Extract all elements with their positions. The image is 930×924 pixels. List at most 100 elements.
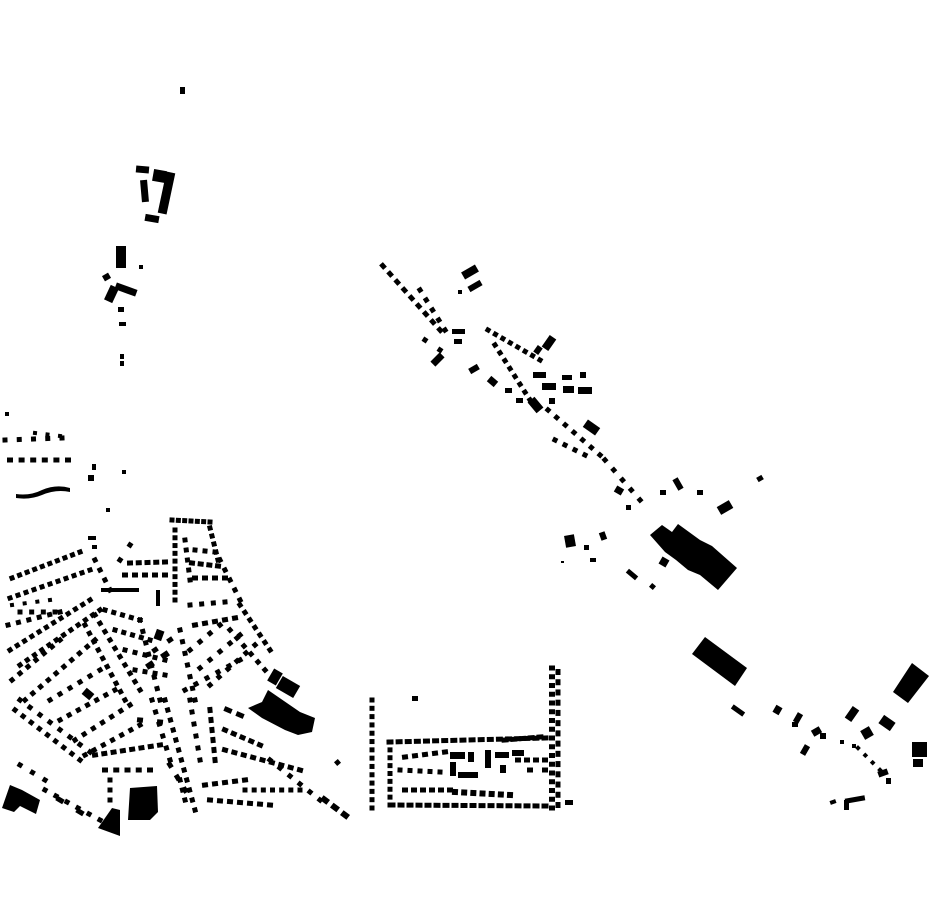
building [442,802,450,808]
building [112,679,120,687]
building [182,518,188,524]
building [118,307,124,312]
building [66,684,74,692]
building [636,496,644,504]
building [172,736,179,744]
building [183,776,190,784]
building [156,590,160,606]
building [584,545,589,550]
building [222,599,228,605]
building [167,716,174,724]
building [146,636,154,644]
building [86,629,93,637]
building [184,557,191,563]
building [42,623,50,631]
building [246,800,254,807]
building [506,791,514,799]
building [468,752,474,762]
building [716,500,734,515]
building [441,326,449,334]
building [154,685,161,692]
building [201,620,209,627]
building [92,545,97,549]
building [555,720,561,727]
building [122,572,128,578]
building [551,436,559,444]
building [192,547,198,553]
building [166,756,174,764]
building [221,566,229,574]
building [60,631,68,639]
building [96,619,104,627]
building [222,575,228,581]
building [512,750,524,756]
building-sw-block [128,786,158,820]
building [35,725,43,733]
building [437,769,443,775]
building [212,549,218,555]
building [216,798,224,804]
building [55,795,65,805]
building [458,772,478,778]
building [479,790,486,797]
building [306,788,314,796]
building [74,706,82,714]
building [555,730,561,737]
building [658,556,670,568]
building [156,742,164,748]
building [126,701,134,709]
building [467,279,483,293]
building [32,430,38,436]
building [81,621,89,629]
building [45,432,50,437]
building [261,666,269,674]
building [29,769,36,776]
building [542,383,556,390]
building [226,639,234,647]
building [136,686,144,694]
building [186,646,194,654]
building [107,787,113,793]
building [172,589,178,595]
building [162,572,168,578]
building [256,741,264,749]
building [172,566,178,572]
building [132,572,138,578]
building [387,794,393,800]
building [5,412,9,416]
building [193,733,199,739]
building [166,636,174,644]
building [180,87,185,94]
building [16,436,22,443]
building [500,765,506,773]
building [203,674,211,682]
building [369,780,375,786]
building [256,801,264,807]
building [152,168,167,184]
building [829,799,837,805]
building [241,777,249,783]
building [541,803,549,809]
building [120,629,127,636]
building [369,763,375,769]
building [46,560,54,567]
building [22,601,27,606]
building [393,278,402,286]
building [172,574,178,580]
building [102,767,108,773]
building [91,611,99,619]
building [102,691,110,699]
building [148,696,156,704]
building [172,597,178,603]
building [212,575,218,581]
building [527,734,535,741]
building [487,803,495,809]
building [549,779,555,785]
building [421,336,429,344]
building [549,691,555,697]
building [30,586,38,593]
building [231,615,239,621]
building [369,797,375,803]
building [110,749,117,756]
building [211,746,217,754]
